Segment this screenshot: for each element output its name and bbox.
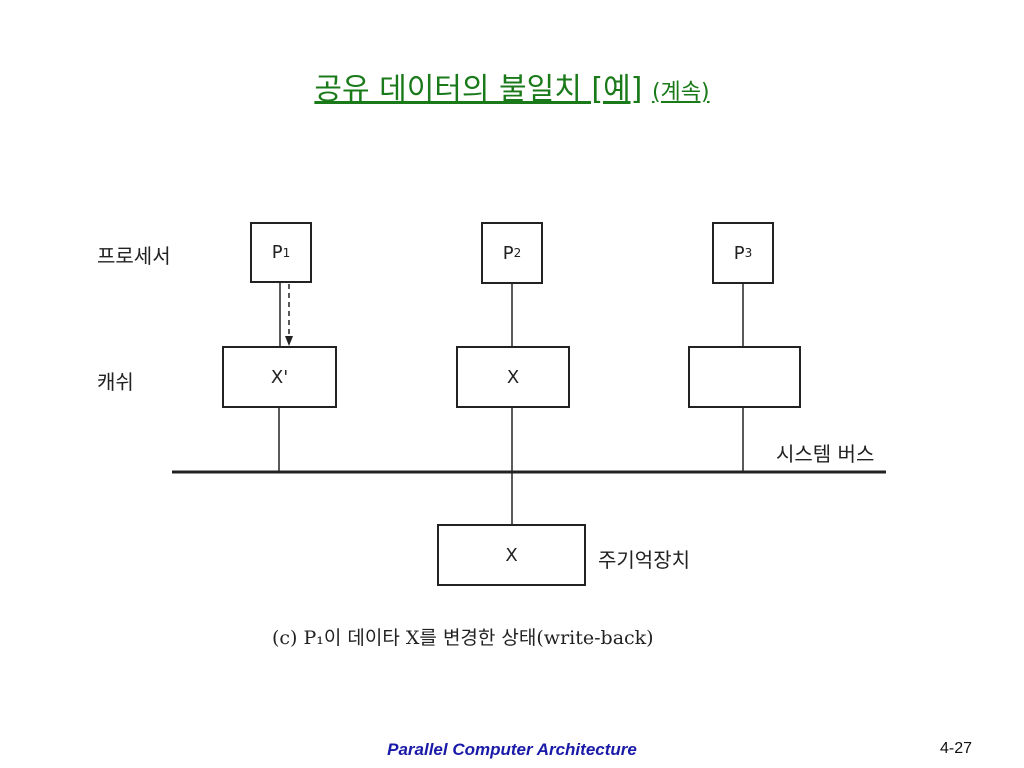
cache-box: [688, 346, 801, 408]
label-memory: 주기억장치: [598, 548, 690, 572]
label-bus: 시스템 버스: [776, 442, 875, 466]
footer-title: Parallel Computer Architecture: [387, 740, 637, 759]
title-main: 공유 데이터의 불일치 [예]: [314, 72, 643, 107]
arrow-head-icon: [285, 336, 293, 346]
memory-box: X: [437, 524, 586, 586]
label-processor: 프로세서: [97, 244, 171, 268]
cache-box: X: [456, 346, 570, 408]
title-suffix: (계속): [651, 80, 710, 105]
label-cache: 캐쉬: [97, 370, 134, 394]
cache-box: X': [222, 346, 337, 408]
figure-caption: (c) P₁이 데이타 X를 변경한 상태(write-back): [272, 627, 654, 649]
slide-title: 공유 데이터의 불일치 [예] (계속): [0, 64, 1024, 108]
page-number: 4-27: [940, 740, 973, 757]
